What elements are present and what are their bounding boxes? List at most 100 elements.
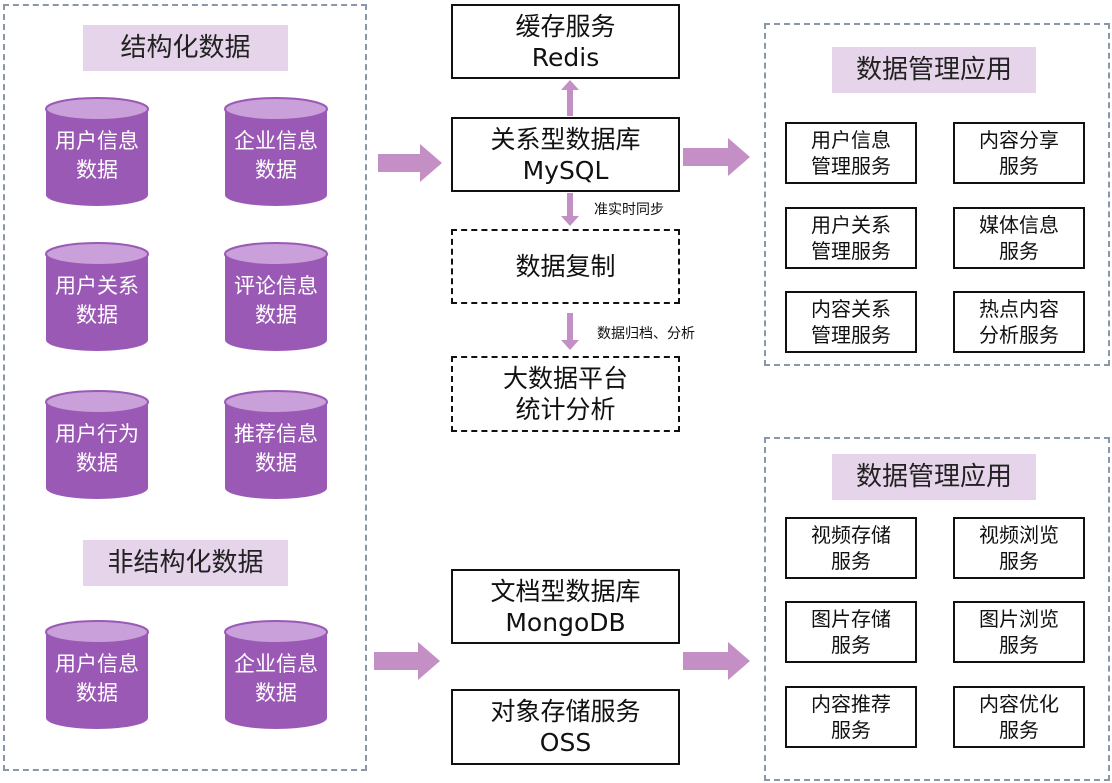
unstructured-data-label: 非结构化数据 [83,540,288,586]
db-label-line2: 数据 [76,681,118,705]
service-image-browse: 图片浏览服务 [953,601,1085,663]
service-line2: 服务 [999,633,1039,657]
arrow-mysql-to-replication [561,193,579,226]
db-label-line1: 企业信息 [234,652,318,676]
db-label-line1: 评论信息 [234,274,318,298]
database-icon [224,242,328,351]
service-user-info-mgmt: 用户信息管理服务 [785,122,917,184]
arrow-storage-to-apps [683,642,750,680]
service-line2: 服务 [999,718,1039,742]
service-line1: 视频浏览 [979,523,1059,547]
cache-service-box: 缓存服务 Redis [451,4,680,79]
service-line1: 内容优化 [979,692,1059,716]
database-icon [224,390,328,499]
database-icon [45,242,149,351]
mysql-box: 关系型数据库 MySQL [451,117,680,192]
archive-note: 数据归档、分析 [597,326,695,342]
mongodb-name: 文档型数据库 [490,576,641,606]
arrow-mysql-to-apps [683,138,750,176]
service-line2: 服务 [831,549,871,573]
apps-top-title: 数据管理应用 [832,47,1036,93]
bigdata-box: 大数据平台 统计分析 [451,356,680,432]
db-user-info: 用户信息数据 [45,97,149,207]
service-line2: 服务 [999,154,1039,178]
database-icon [224,620,328,729]
arrow-structured-to-mysql [378,144,442,182]
oss-box: 对象存储服务 OSS [451,689,680,765]
db-comment-info: 评论信息数据 [224,242,328,352]
service-line1: 内容分享 [979,128,1059,152]
db-company-info: 企业信息数据 [224,97,328,207]
mysql-name: 关系型数据库 [490,124,641,154]
service-image-storage: 图片存储服务 [785,601,917,663]
mysql-tech: MySQL [522,155,609,185]
service-line1: 视频存储 [811,523,891,547]
structured-data-label: 结构化数据 [83,25,288,71]
service-line2: 分析服务 [979,323,1059,347]
service-line1: 热点内容 [979,297,1059,321]
arrow-replication-to-bigdata [561,313,579,350]
db-label-line2: 数据 [76,451,118,475]
db-unstructured-user-info: 用户信息数据 [45,620,149,730]
db-label-line2: 数据 [255,451,297,475]
service-content-optimize: 内容优化服务 [953,686,1085,748]
db-label-line2: 数据 [255,158,297,182]
service-line2: 服务 [999,239,1039,263]
db-label-line2: 数据 [255,681,297,705]
service-line1: 用户信息 [811,128,891,152]
service-line2: 管理服务 [811,239,891,263]
service-media-info: 媒体信息服务 [953,207,1085,269]
apps-panel-top [764,23,1110,366]
cache-service-name: 缓存服务 [515,11,616,41]
db-label-line1: 用户行为 [55,422,139,446]
service-content-share: 内容分享服务 [953,122,1085,184]
service-line2: 服务 [831,718,871,742]
db-label-line1: 用户信息 [55,129,139,153]
service-line1: 用户关系 [811,213,891,237]
replication-box: 数据复制 [451,229,680,304]
arrow-unstructured-to-storage [374,642,440,680]
apps-bottom-title: 数据管理应用 [832,454,1036,500]
arrow-mysql-to-cache [561,80,579,116]
db-label-line2: 数据 [255,303,297,327]
db-label-line1: 用户信息 [55,652,139,676]
mongodb-tech: MongoDB [505,607,626,637]
service-line2: 服务 [831,633,871,657]
oss-name: 对象存储服务 [490,697,641,726]
service-line2: 服务 [999,549,1039,573]
database-icon [224,97,328,206]
sync-note: 准实时同步 [594,202,664,218]
service-hot-content-analysis: 热点内容分析服务 [953,291,1085,353]
service-line1: 图片浏览 [979,607,1059,631]
service-line1: 媒体信息 [979,213,1059,237]
service-line2: 管理服务 [811,154,891,178]
service-video-browse: 视频浏览服务 [953,517,1085,579]
db-unstructured-company-info: 企业信息数据 [224,620,328,730]
mongodb-box: 文档型数据库 MongoDB [451,569,680,644]
db-label-line1: 企业信息 [234,129,318,153]
database-icon [45,390,149,499]
db-user-relation: 用户关系数据 [45,242,149,352]
database-icon [45,97,149,206]
apps-panel-bottom [764,437,1110,781]
db-user-behavior: 用户行为数据 [45,390,149,500]
service-content-relation-mgmt: 内容关系管理服务 [785,291,917,353]
service-line2: 管理服务 [811,323,891,347]
service-content-recommend: 内容推荐服务 [785,686,917,748]
service-line1: 内容推荐 [811,692,891,716]
db-label-line2: 数据 [76,158,118,182]
db-label-line1: 推荐信息 [234,422,318,446]
db-label-line1: 用户关系 [55,274,139,298]
replication-name: 数据复制 [515,252,616,281]
oss-tech: OSS [539,728,592,757]
db-label-line2: 数据 [76,303,118,327]
db-recommend-info: 推荐信息数据 [224,390,328,500]
service-line1: 图片存储 [811,607,891,631]
service-line1: 内容关系 [811,297,891,321]
database-icon [45,620,149,729]
bigdata-desc: 统计分析 [515,395,616,424]
service-video-storage: 视频存储服务 [785,517,917,579]
data-sources-panel [3,4,367,771]
service-user-relation-mgmt: 用户关系管理服务 [785,207,917,269]
